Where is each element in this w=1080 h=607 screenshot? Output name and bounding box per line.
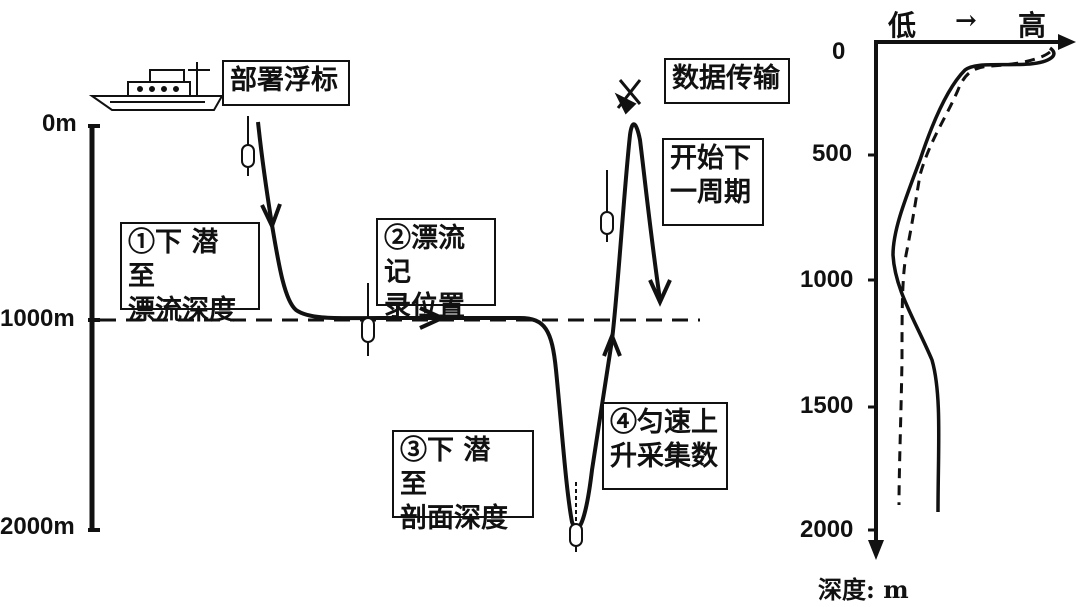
profile-tick-1500: 1500 — [800, 392, 854, 419]
arrow-drift — [419, 306, 447, 330]
step4-box: ④匀速上 升采集数 — [602, 402, 728, 490]
next-cycle-line-1: 开始下 — [670, 143, 751, 174]
profile-high-label: 高 — [1018, 9, 1047, 42]
profile-solid-curve — [891, 46, 1056, 513]
profile-tick-1000: 1000 — [800, 266, 854, 293]
step1-line-1: ①下 潜 至 — [128, 227, 219, 292]
step2-line-2: 录位置 — [384, 291, 465, 322]
profile-depth-label: 深度: m — [818, 575, 909, 604]
next-cycle-line-2: 一周期 — [670, 177, 751, 208]
step3-box: ③下 潜 至 剖面深度 — [392, 430, 534, 534]
arrow-descent — [260, 203, 282, 232]
step2-box: ②漂流记 录位置 — [376, 218, 496, 322]
profile-tick-0: 0 — [832, 38, 846, 65]
float-icon-bottom — [569, 482, 583, 552]
depth-label-0m: 0m — [42, 110, 77, 137]
step4-line-1: ④匀速上 — [610, 407, 718, 438]
next-cycle-box: 开始下 一周期 — [662, 138, 764, 226]
deploy-float-box: 部署浮标 — [222, 60, 350, 106]
data-transmit-box: 数据传输 — [664, 58, 790, 104]
profile-dashed-curve — [897, 50, 1051, 506]
profile-y-arrow — [868, 540, 884, 560]
profile-low-label: 低 — [888, 9, 917, 42]
float-icon-deploy — [241, 116, 255, 176]
profile-arrow-label: → — [955, 6, 977, 36]
depth-label-2000m: 2000m — [0, 513, 75, 540]
profile-y-ticks — [868, 153, 876, 532]
step1-box: ①下 潜 至 漂流深度 — [120, 222, 260, 326]
float-icon-drift — [361, 283, 375, 356]
depth-label-1000m: 1000m — [0, 305, 75, 332]
profile-tick-500: 500 — [812, 140, 853, 167]
profile-x-arrow — [1058, 34, 1076, 50]
arrow-ascent — [602, 330, 622, 357]
step2-line-1: ②漂流记 — [384, 223, 465, 288]
arrow-next-cycle — [648, 279, 672, 307]
step4-line-2: 升采集数 — [610, 441, 718, 472]
satellite-icon — [614, 79, 642, 115]
step1-line-2: 漂流深度 — [128, 295, 236, 326]
ship-icon — [88, 62, 224, 111]
step3-line-2: 剖面深度 — [400, 503, 508, 534]
float-icon-ascent — [600, 170, 614, 242]
step3-line-1: ③下 潜 至 — [400, 435, 491, 500]
profile-tick-2000: 2000 — [800, 516, 854, 543]
